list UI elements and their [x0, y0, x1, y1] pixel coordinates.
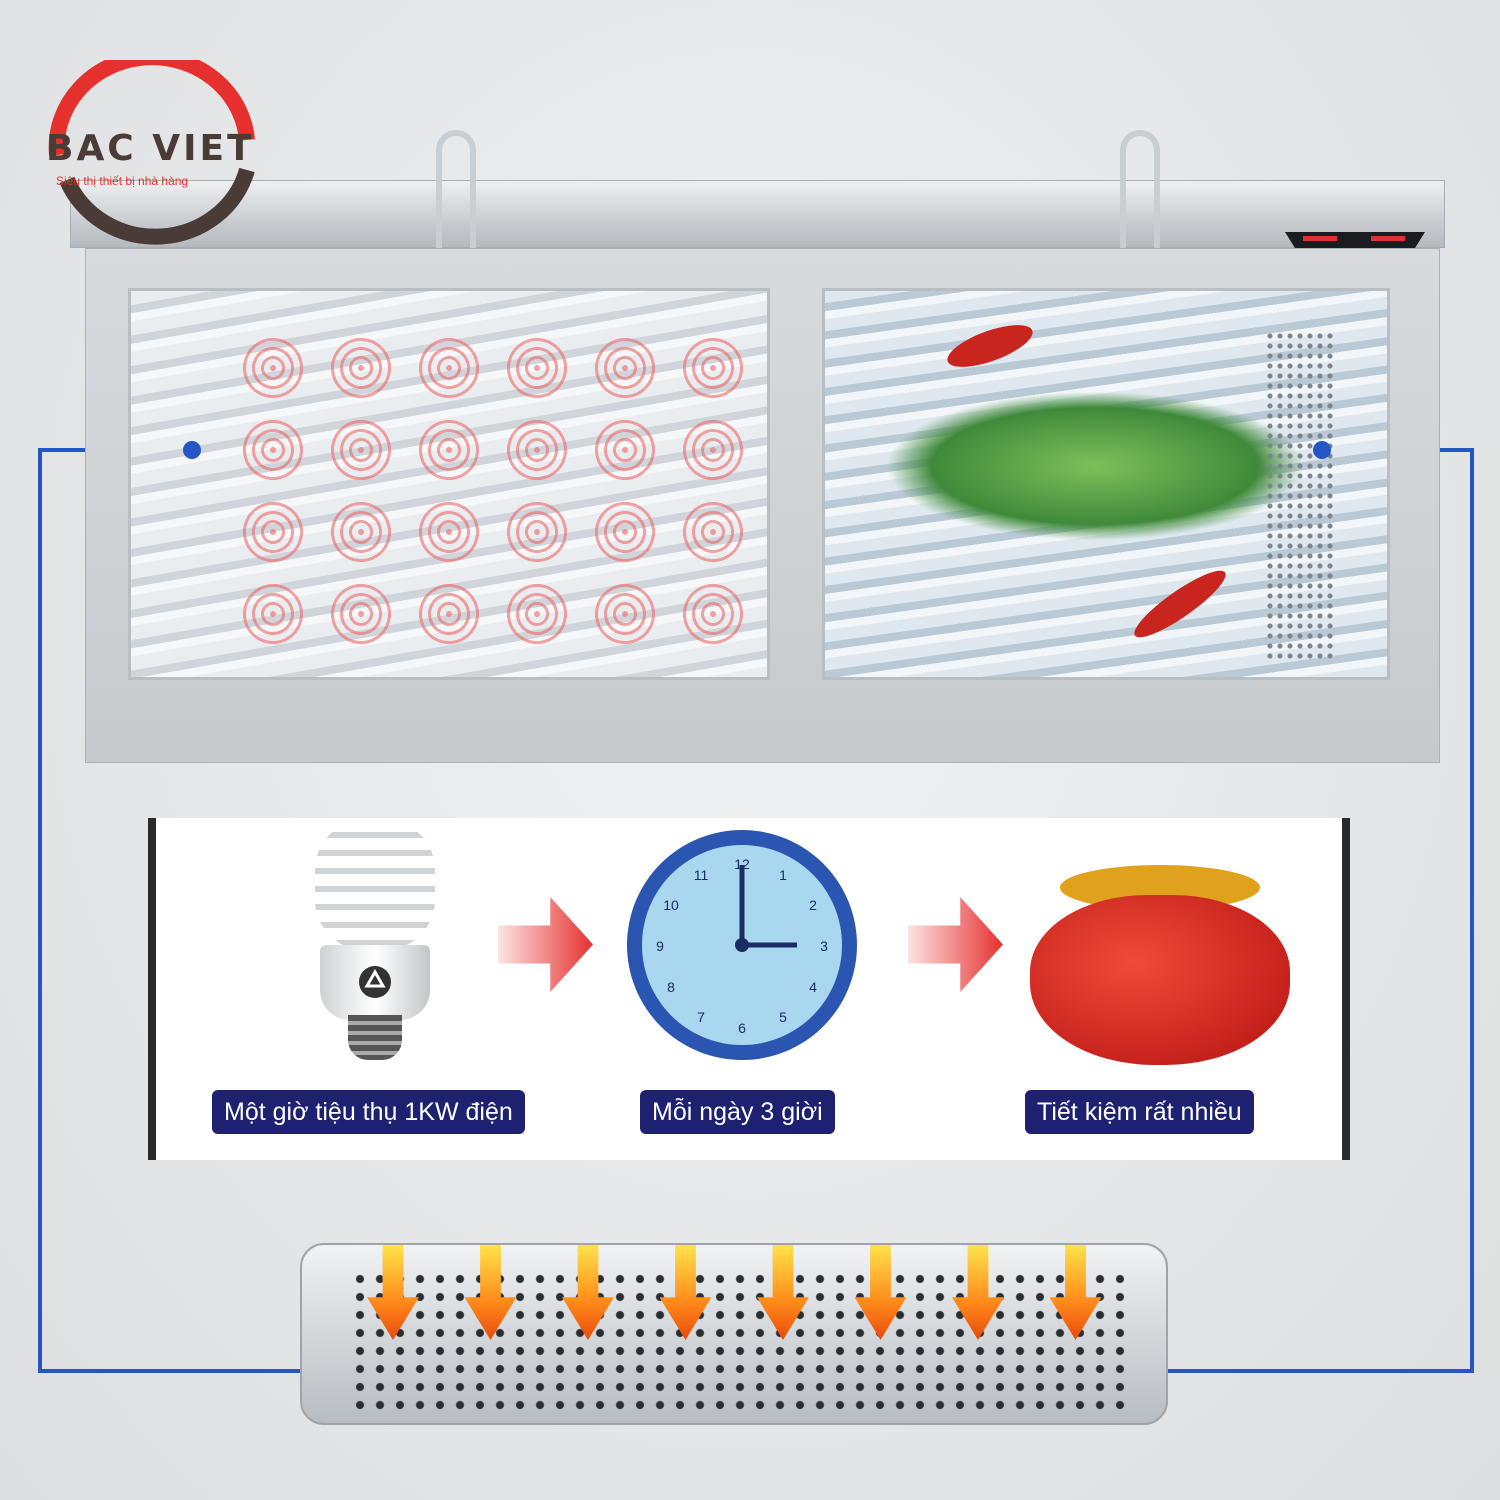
clock-number: 4 — [809, 979, 817, 995]
heating-plate-holes — [350, 1270, 1130, 1410]
heating-coil-icon — [681, 336, 745, 400]
step-label-savings: Tiết kiệm rất nhiều — [1025, 1090, 1254, 1134]
heating-coil-icon — [417, 418, 481, 482]
clock-number: 11 — [694, 867, 709, 883]
connector-dot-right — [1313, 441, 1331, 459]
connector-dot-left — [183, 441, 201, 459]
heating-coil-icon — [505, 582, 569, 646]
light-bulb-icon — [310, 820, 440, 1070]
chili-image — [1127, 561, 1233, 647]
machine-top-bar — [70, 180, 1445, 248]
tank-left-heating — [128, 288, 770, 680]
clock-number: 9 — [656, 938, 664, 954]
heating-coil-icon — [593, 336, 657, 400]
clock-number: 1 — [779, 867, 787, 883]
heating-coil-icon — [329, 582, 393, 646]
heating-coil-icon — [417, 336, 481, 400]
control-display — [1285, 232, 1425, 250]
heating-coil-icon — [593, 582, 657, 646]
clock-number: 10 — [663, 897, 679, 913]
heating-coil-icon — [593, 500, 657, 564]
heating-coil-icon — [241, 418, 305, 482]
faucet-right — [1120, 130, 1160, 270]
heating-coil-icon — [593, 418, 657, 482]
heating-coil-icon — [505, 336, 569, 400]
heating-coil-icon — [505, 418, 569, 482]
heating-coil-icon — [241, 500, 305, 564]
clock-number: 2 — [809, 897, 817, 913]
chili-image — [942, 316, 1038, 376]
heating-coil-icon — [329, 500, 393, 564]
step-label-consumption: Một giờ tiệu thụ 1KW điện — [212, 1090, 525, 1134]
clock-number: 3 — [820, 938, 828, 954]
vegetables-image — [885, 391, 1305, 541]
vent-grille — [1265, 331, 1335, 661]
logo: BAC VIET Siêu thị thiết bị nhà hàng — [42, 49, 262, 255]
heating-coil-icon — [681, 582, 745, 646]
heating-coil-icon — [241, 582, 305, 646]
heating-coil-icon — [241, 336, 305, 400]
clock-number: 8 — [667, 979, 675, 995]
connector-line-left — [38, 1369, 303, 1373]
connector-line-right — [1470, 448, 1474, 1373]
clock-number: 6 — [738, 1020, 746, 1036]
clock-number: 5 — [779, 1009, 787, 1025]
clock-number: 7 — [697, 1009, 705, 1025]
clock-number: 12 — [734, 856, 750, 872]
money-bag-icon — [1020, 860, 1300, 1070]
connector-line-left — [38, 448, 42, 1373]
tank-right-washing — [822, 288, 1390, 680]
heating-coil-icon — [417, 500, 481, 564]
connector-line-right — [1165, 1369, 1474, 1373]
heating-coil-icon — [417, 582, 481, 646]
heating-coil-icon — [505, 500, 569, 564]
heating-coil-icon — [329, 336, 393, 400]
heating-coil-icon — [329, 418, 393, 482]
heating-coil-icon — [681, 500, 745, 564]
logo-brand: BAC VIET — [46, 128, 255, 169]
faucet-left — [436, 130, 476, 270]
step-label-hours: Mỗi ngày 3 giời — [640, 1090, 835, 1134]
recycle-icon — [359, 966, 391, 998]
logo-tagline: Siêu thị thiết bị nhà hàng — [56, 174, 189, 188]
heating-coil-icon — [681, 418, 745, 482]
